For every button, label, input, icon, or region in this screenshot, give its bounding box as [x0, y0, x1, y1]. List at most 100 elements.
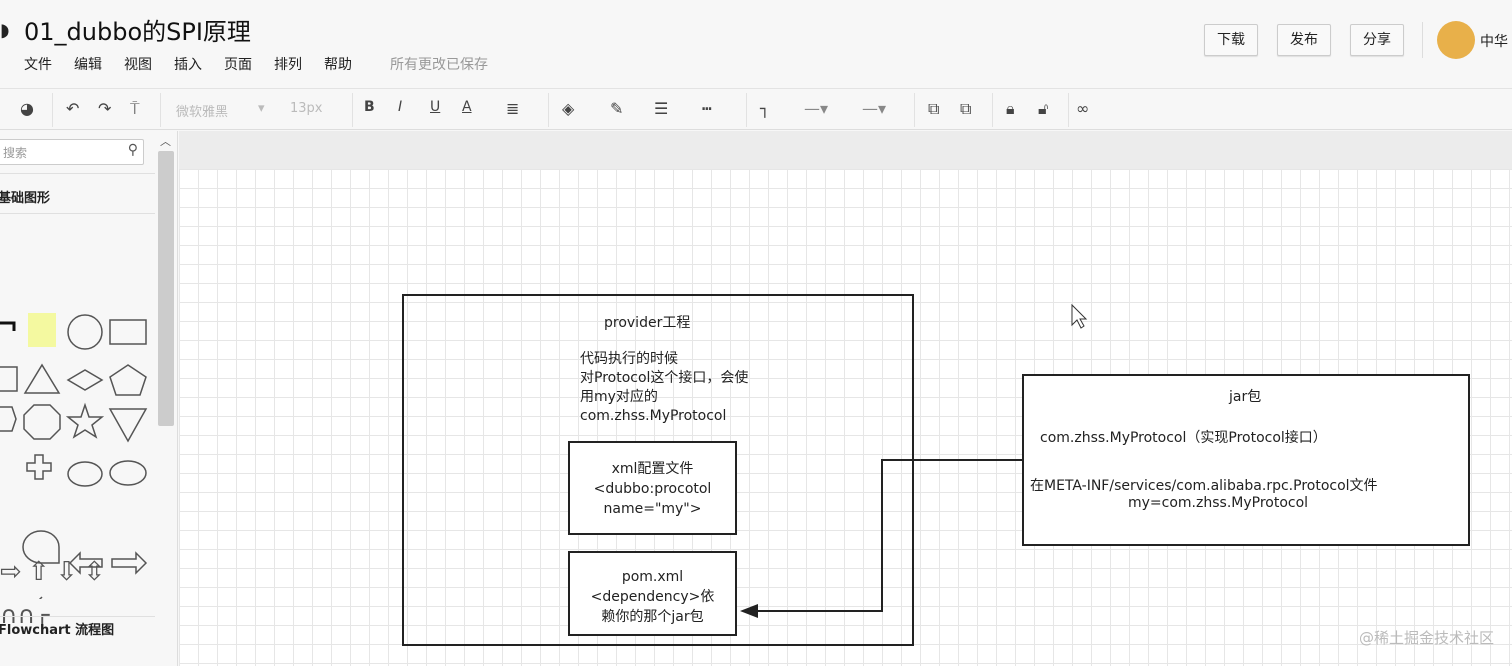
xml-config-box[interactable]: xml配置文件 <dubbo:procotol name="my"> [568, 441, 737, 535]
arrowhead-icon [740, 604, 758, 618]
inverted-triangle-icon [108, 408, 148, 443]
desc-line: 对Protocol这个接口，会使 [580, 370, 749, 386]
chevron-down-icon[interactable]: ▾ [258, 101, 265, 116]
section-basic-shapes[interactable]: 基础图形 [0, 191, 51, 206]
divider [0, 213, 155, 214]
send-back-icon[interactable]: ⧉ [960, 99, 972, 118]
octagon-shape-icon [23, 404, 61, 440]
arrow-shapes-row[interactable]: ⇨⇧⇩⇳ [0, 557, 112, 587]
font-family-select[interactable]: 微软雅黑 [176, 105, 229, 120]
left-arrow-icon [68, 551, 103, 575]
diamond-shape-icon [66, 369, 104, 391]
delay-shape-icon [22, 530, 60, 564]
cross-shape-icon [26, 454, 52, 480]
search-icon[interactable]: ⚲ [127, 142, 138, 158]
cloud-shape-icon [67, 461, 103, 487]
connector-line [756, 459, 1022, 612]
line-start-icon[interactable]: —▾ [804, 99, 829, 118]
divider [52, 93, 53, 127]
divider [992, 93, 993, 127]
share-button[interactable]: 分享 [1350, 24, 1404, 56]
divider [1422, 22, 1423, 58]
sidebar-scrollbar[interactable] [158, 151, 174, 426]
search-placeholder: 搜索 [3, 146, 28, 160]
format-painter-icon[interactable]: ⍑ [130, 99, 140, 118]
shape-library: 搜索 ⚲ 基础图形 ⇨⇧⇩⇳ ∩∩┌ Flowchart 流程图 ︿ [0, 131, 178, 666]
connector-type-icon[interactable]: ┐ [760, 99, 770, 118]
note-shape-icon [28, 313, 56, 347]
menu-arrange[interactable]: 排列 [274, 57, 302, 73]
rect-shape-icon [109, 319, 147, 345]
triangle-shape-icon [23, 363, 61, 394]
desc-line: com.zhss.MyProtocol [580, 408, 727, 424]
document-title[interactable]: 01_dubbo的SPI原理 [24, 18, 251, 46]
circle-shape-icon [67, 314, 103, 350]
u-turn-shapes-row[interactable]: ∩∩┌ [0, 601, 50, 629]
avatar[interactable] [1437, 21, 1475, 59]
menu-insert[interactable]: 插入 [174, 57, 202, 73]
divider [352, 93, 353, 127]
toolbar: ◕ ↶ ↷ ⍑ 微软雅黑 ▾ 13px B I U A ≣ ◈ ✎ ☰ ┅ ┐ … [0, 88, 1512, 130]
user-name[interactable]: 中华 [1480, 34, 1508, 50]
divider [746, 93, 747, 127]
shape-style-icon[interactable]: ◕ [20, 99, 34, 118]
watermark: @稀土掘金技术社区 [1358, 629, 1494, 647]
xml-line: <dubbo:procotol [593, 481, 712, 497]
divider [160, 93, 161, 127]
divider [1068, 93, 1069, 127]
section-flowchart[interactable]: Flowchart 流程图 [0, 623, 115, 638]
xml-line: name="my"> [603, 501, 702, 517]
publish-button[interactable]: 发布 [1277, 24, 1331, 56]
bold-button[interactable]: B [364, 99, 375, 115]
shape-search-input[interactable]: 搜索 ⚲ [0, 139, 144, 165]
pom-line: <dependency>依 [590, 589, 715, 605]
jar-mapping: my=com.zhss.MyProtocol [1128, 495, 1309, 511]
redo-icon[interactable]: ↷ [98, 99, 112, 118]
callout-shape-icon [109, 460, 147, 486]
app-logo-icon: ◗ [0, 20, 10, 41]
rect2-shape-icon [0, 366, 18, 392]
menu-file[interactable]: 文件 [24, 57, 52, 73]
text-shape-icon [0, 321, 16, 331]
menu-help[interactable]: 帮助 [324, 57, 352, 73]
divider [914, 93, 915, 127]
desc-line: 用my对应的 [580, 389, 658, 405]
divider [0, 173, 155, 174]
mouse-cursor-icon [1071, 303, 1088, 329]
fill-color-icon[interactable]: ◈ [562, 99, 575, 118]
provider-box[interactable]: provider工程 代码执行的时候 对Protocol这个接口，会使 用my对… [402, 294, 914, 646]
line-end-icon[interactable]: —▾ [862, 99, 887, 118]
bring-front-icon[interactable]: ⧉ [928, 99, 940, 118]
jar-box[interactable]: jar包 com.zhss.MyProtocol（实现Protocol接口） 在… [1022, 374, 1470, 546]
menu-edit[interactable]: 编辑 [74, 57, 102, 73]
lock-icon[interactable]: 🔒︎ [1006, 99, 1015, 118]
xml-line: xml配置文件 [611, 461, 694, 477]
font-size-input[interactable]: 13px [290, 101, 323, 116]
jar-meta: 在META-INF/services/com.alibaba.rpc.Proto… [1030, 478, 1378, 494]
undo-icon[interactable]: ↶ [66, 99, 80, 118]
menu-view[interactable]: 视图 [124, 57, 152, 73]
line-width-icon[interactable]: ☰ [654, 99, 669, 118]
pom-box[interactable]: pom.xml <dependency>依 赖你的那个jar包 [568, 551, 737, 636]
star-shape-icon [65, 402, 105, 439]
line-color-icon[interactable]: ✎ [610, 99, 624, 118]
line-style-icon[interactable]: ┅ [702, 99, 712, 118]
scroll-up-icon[interactable]: ︿ [160, 135, 171, 148]
menu-bar: 文件 编辑 视图 插入 页面 排列 帮助 所有更改已保存 [24, 54, 488, 74]
pom-line: 赖你的那个jar包 [601, 609, 704, 625]
basic-shapes-grid[interactable] [0, 219, 155, 599]
divider [0, 616, 155, 617]
menu-page[interactable]: 页面 [224, 57, 252, 73]
font-color-button[interactable]: A [462, 99, 472, 115]
jar-impl: com.zhss.MyProtocol（实现Protocol接口） [1040, 430, 1327, 446]
unlock-icon[interactable]: 🔓︎ [1038, 99, 1049, 118]
underline-button[interactable]: U [430, 99, 441, 115]
divider [548, 93, 549, 127]
link-icon[interactable]: ∞ [1076, 99, 1090, 118]
align-icon[interactable]: ≣ [506, 99, 520, 118]
download-button[interactable]: 下载 [1204, 24, 1258, 56]
right-arrow-icon [111, 551, 148, 575]
save-status: 所有更改已保存 [390, 57, 488, 73]
italic-button[interactable]: I [398, 99, 403, 115]
